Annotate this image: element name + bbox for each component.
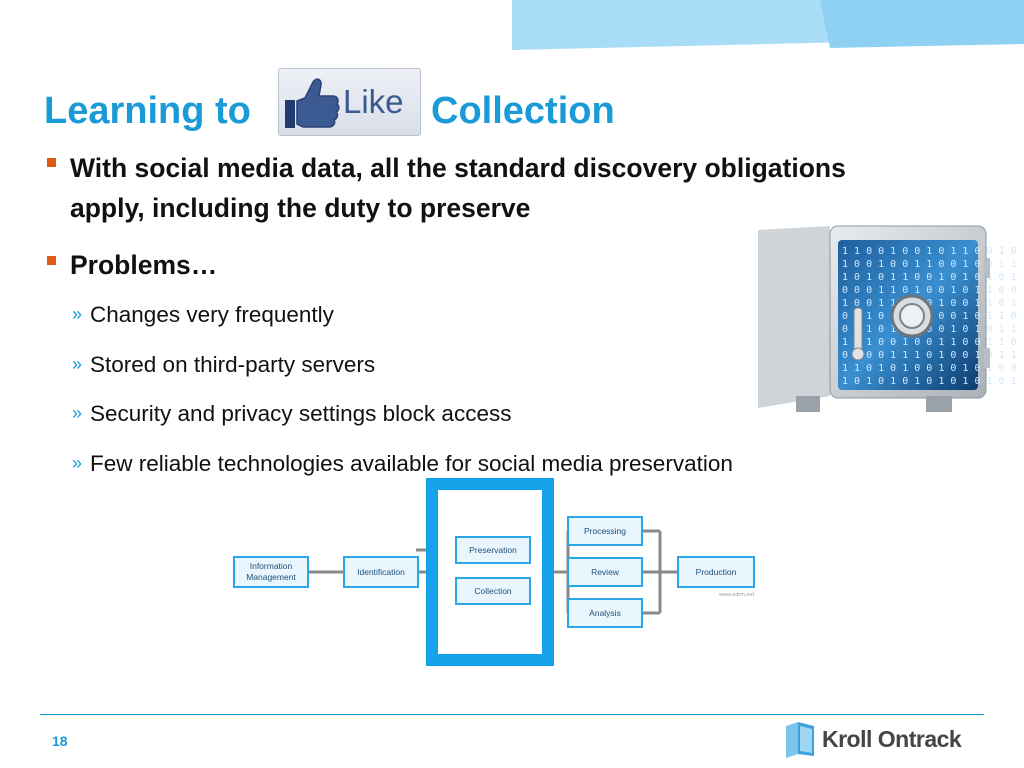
sub-bullet-marker: »	[72, 354, 83, 374]
sub-bullet: » Security and privacy settings block acc…	[72, 401, 511, 427]
sub-bullet: » Few reliable technologies available for…	[72, 451, 733, 477]
header-decoration	[512, 0, 1024, 50]
binary-row: 1 0 1 0 1 1 0 0 1 0 1 0 1 0 1	[842, 272, 1017, 283]
label-information: Information	[250, 561, 293, 571]
box-identification	[343, 556, 419, 588]
sub-bullet-text: Few reliable technologies available for …	[90, 451, 733, 476]
like-badge-text: Like	[343, 83, 404, 120]
sub-bullet-text: Security and privacy settings block acce…	[90, 401, 512, 426]
edrm-diagram: Information Management Identification Pr…	[233, 478, 755, 666]
data-safe-image: 1 1 0 0 1 0 0 1 0 1 1 0 0 1 0 1 0 0 1 0 0…	[758, 225, 1017, 412]
label-collection: Collection	[474, 586, 512, 596]
sub-bullet-text: Changes very frequently	[90, 302, 334, 327]
box-preservation	[455, 536, 531, 564]
binary-row: 1 0 1 0 0 1 0 0 1 1 0 0 1 1 0	[842, 337, 1017, 348]
binary-row: 0 1 0 0 1 1 1 0 1 0 0 1 0 1 1	[842, 350, 1017, 361]
binary-row: 0 0 1 0 1 0 1 0 0 1 0 1 0 1 1	[842, 324, 1017, 335]
highlight-frame	[426, 478, 554, 666]
sub-bullet-marker: »	[72, 453, 83, 473]
logo-text: Kroll Ontrack	[822, 726, 962, 752]
sub-bullet: » Changes very frequently	[72, 302, 334, 328]
diagram-watermark: www.edrm.net	[718, 592, 754, 598]
binary-row: 1 0 0 1 0 0 1 1 0 0 1 0 0 1 1	[842, 259, 1017, 270]
page-number: 18	[52, 733, 68, 749]
binary-row: 1 1 0 0 1 0 0 1 0 1 1 0 0 1 0	[842, 246, 1017, 257]
title-part-2: Collection	[431, 90, 615, 132]
slide-title: Learning to Collection	[44, 90, 615, 133]
like-badge: Like	[278, 68, 421, 136]
label-management: Management	[246, 572, 296, 582]
sub-bullet-marker: »	[72, 403, 83, 423]
bullet-problems: Problems…	[70, 250, 218, 280]
binary-row: 1 1 0 1 0 1 0 0 1 0 1 0 1 0 0	[842, 363, 1017, 374]
sub-bullet-text: Stored on third-party servers	[90, 352, 376, 377]
kroll-ontrack-logo-mark	[786, 722, 814, 758]
bullet-marker	[47, 256, 56, 265]
label-review: Review	[591, 567, 620, 577]
label-identification: Identification	[357, 567, 405, 577]
binary-row: 0 0 0 1 1 0 1 0 0 1 0 1 1 0 0	[842, 285, 1017, 296]
label-production: Production	[696, 567, 737, 577]
sub-bullet: » Stored on third-party servers	[72, 352, 375, 378]
label-preservation: Preservation	[469, 545, 517, 555]
box-collection	[455, 577, 531, 605]
binary-row: 1 0 1 0 1 0 1 0 1 0 1 0 1 0 1	[842, 376, 1017, 387]
thumbs-up-icon	[285, 78, 340, 128]
box-analysis	[567, 598, 643, 628]
box-processing	[567, 516, 643, 546]
box-information-management	[233, 556, 309, 588]
sub-bullet-marker: »	[72, 304, 83, 324]
bullet-marker	[47, 158, 56, 167]
box-production	[677, 556, 755, 588]
bullet-social-media-obligations: With social media data, all the standard…	[70, 153, 846, 223]
box-review	[567, 557, 643, 587]
label-processing: Processing	[584, 526, 626, 536]
label-analysis: Analysis	[589, 608, 621, 618]
footer-divider	[40, 714, 984, 715]
title-part-1: Learning to	[44, 90, 251, 132]
